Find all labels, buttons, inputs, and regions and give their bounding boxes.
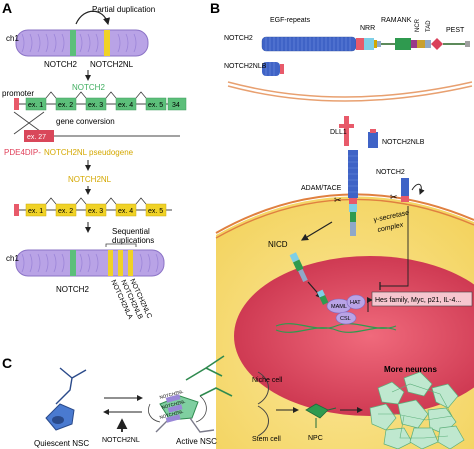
notch2nl-c-label: NOTCH2NL [102, 437, 140, 444]
exon-label: ex. 4 [118, 102, 133, 109]
notch2nl-top-label: NOTCH2NL [90, 60, 134, 69]
adam-tace-label: ADAM/TACE [301, 185, 342, 192]
hat-blob [346, 294, 366, 310]
active-nsc-label: Active NSC [176, 437, 217, 446]
neuron-cluster [369, 371, 465, 449]
scissors-icon: ✂ [334, 195, 342, 205]
promoter-box [14, 204, 19, 216]
exon-label: ex. 5 [148, 102, 163, 109]
exon-label: ex. 3 [88, 208, 103, 215]
exon-label: ex. 2 [58, 208, 73, 215]
nicd-release-arrow [300, 221, 333, 241]
quiescent-nsc-cell [45, 367, 87, 431]
notch2nlb-free-label: NOTCH2NLB [382, 139, 425, 146]
notch2-top-label: NOTCH2 [44, 60, 77, 69]
ch1-top-label: ch1 [6, 34, 19, 43]
pseudogene-part1: PDE4DIP- [4, 148, 41, 157]
promoter-box [14, 98, 19, 110]
notch2-locus [70, 250, 76, 276]
ex27-box [24, 130, 54, 142]
chromosome-bottom [15, 249, 165, 277]
panel-a: A ch1 Partial duplication NOTCH2 NOTCH2N… [2, 0, 187, 321]
csl-label: CSL [340, 316, 351, 322]
notch2nlb-bar-label: NOTCH2NLB [224, 63, 267, 70]
panel-b: B EGF-repeats NRR RAM ANK NCR TAD PEST [210, 0, 474, 449]
notch2-domain-bar [261, 36, 470, 52]
receptor-label: NOTCH2NL [159, 409, 184, 420]
nicd-fragment [289, 252, 308, 282]
notch2-green-title: NOTCH2 [72, 83, 105, 92]
notch2nl-locus [108, 250, 113, 276]
receptor-label: NOTCH2NL [159, 389, 184, 400]
niche-cell-label: Niche cell [252, 377, 283, 384]
panel-c: C Quiescent NSC NOTCH2NL NOTCH2NL NOTCH2… [2, 355, 465, 449]
panel-a-label: A [2, 0, 12, 16]
pest-label: PEST [446, 27, 465, 34]
ex27-label: ex. 27 [27, 134, 46, 141]
notch2-gene-model: promoter ex. 1 ex. 2 ex. 3 ex. 4 ex. 5 3… [2, 89, 187, 111]
receptor-label: NOTCH2NL [161, 399, 186, 410]
nrr-label: NRR [360, 25, 375, 32]
exon-label: ex. 3 [88, 102, 103, 109]
notch2nlb-domain-bar [262, 62, 284, 76]
transcription-arrow [367, 297, 373, 312]
ank-label: ANK [397, 17, 412, 24]
nicd-bound [317, 289, 329, 305]
notch2-membrane-label: NOTCH2 [376, 169, 405, 176]
notch2nl-gene-model: ex. 1 ex. 2 ex. 3 ex. 4 ex. 5 [14, 197, 172, 217]
exon-label: ex. 2 [58, 102, 73, 109]
exon-label: ex. 1 [28, 208, 43, 215]
scissors-icon: ✂ [390, 192, 398, 202]
tad-label: TAD [426, 20, 432, 32]
panel-c-label: C [2, 355, 12, 371]
ch1-bottom-label: ch1 [6, 254, 19, 263]
notch2nl-locus [104, 30, 110, 56]
notch2nl-locus [118, 250, 123, 276]
chromosome-top [15, 10, 149, 57]
panel-b-label: B [210, 0, 220, 16]
target-genes-label: Hes family, Myc, p21, IL-4... [375, 297, 461, 304]
egf-label: EGF-repeats [270, 17, 311, 24]
receiver-membrane [215, 193, 474, 234]
exon-label: ex. 1 [28, 102, 43, 109]
dll1-label: DLL1 [330, 129, 347, 136]
ram-label: RAM [381, 17, 397, 24]
ncr-label: NCR [415, 18, 421, 32]
duplication-arrow [75, 10, 111, 26]
exon-label: 34 [172, 102, 180, 109]
notch2nlb-free [368, 129, 378, 148]
notch2nlb-inhibitor [379, 178, 425, 290]
notch2-membrane-receptor [348, 150, 358, 236]
partial-duplication-label: Partial duplication [92, 5, 155, 14]
hat-label: HAT [350, 300, 361, 306]
exon-label: ex. 5 [148, 208, 163, 215]
notch2-bottom-label: NOTCH2 [56, 285, 89, 294]
target-genes-box [371, 291, 473, 307]
notch2nl-locus [128, 250, 133, 276]
sequential-line1: Sequential [112, 227, 150, 236]
stem-cell-label: Stem cell [252, 436, 281, 443]
nicd-label: NICD [268, 240, 288, 249]
notch2-locus [70, 30, 76, 56]
dll1-ligand [339, 116, 354, 146]
maml-label: MAML [331, 304, 347, 310]
notch2nl-yellow-title: NOTCH2NL [68, 175, 112, 184]
exon-label: ex. 4 [118, 208, 133, 215]
sender-membrane [227, 81, 473, 98]
npc-cell [305, 403, 337, 428]
more-neurons-label: More neurons [384, 365, 437, 374]
sequential-line2: duplications [112, 236, 154, 245]
notch2-bar-label: NOTCH2 [224, 35, 253, 42]
npc-label: NPC [308, 435, 323, 442]
gene-conversion-label: gene conversion [56, 117, 115, 126]
active-nsc-cell [148, 355, 233, 433]
quiescent-nsc-label: Quiescent NSC [34, 439, 89, 448]
promoter-label: promoter [2, 89, 34, 98]
pseudogene-part2: NOTCH2NL pseudogene [44, 148, 134, 157]
csl-blob [335, 311, 357, 325]
